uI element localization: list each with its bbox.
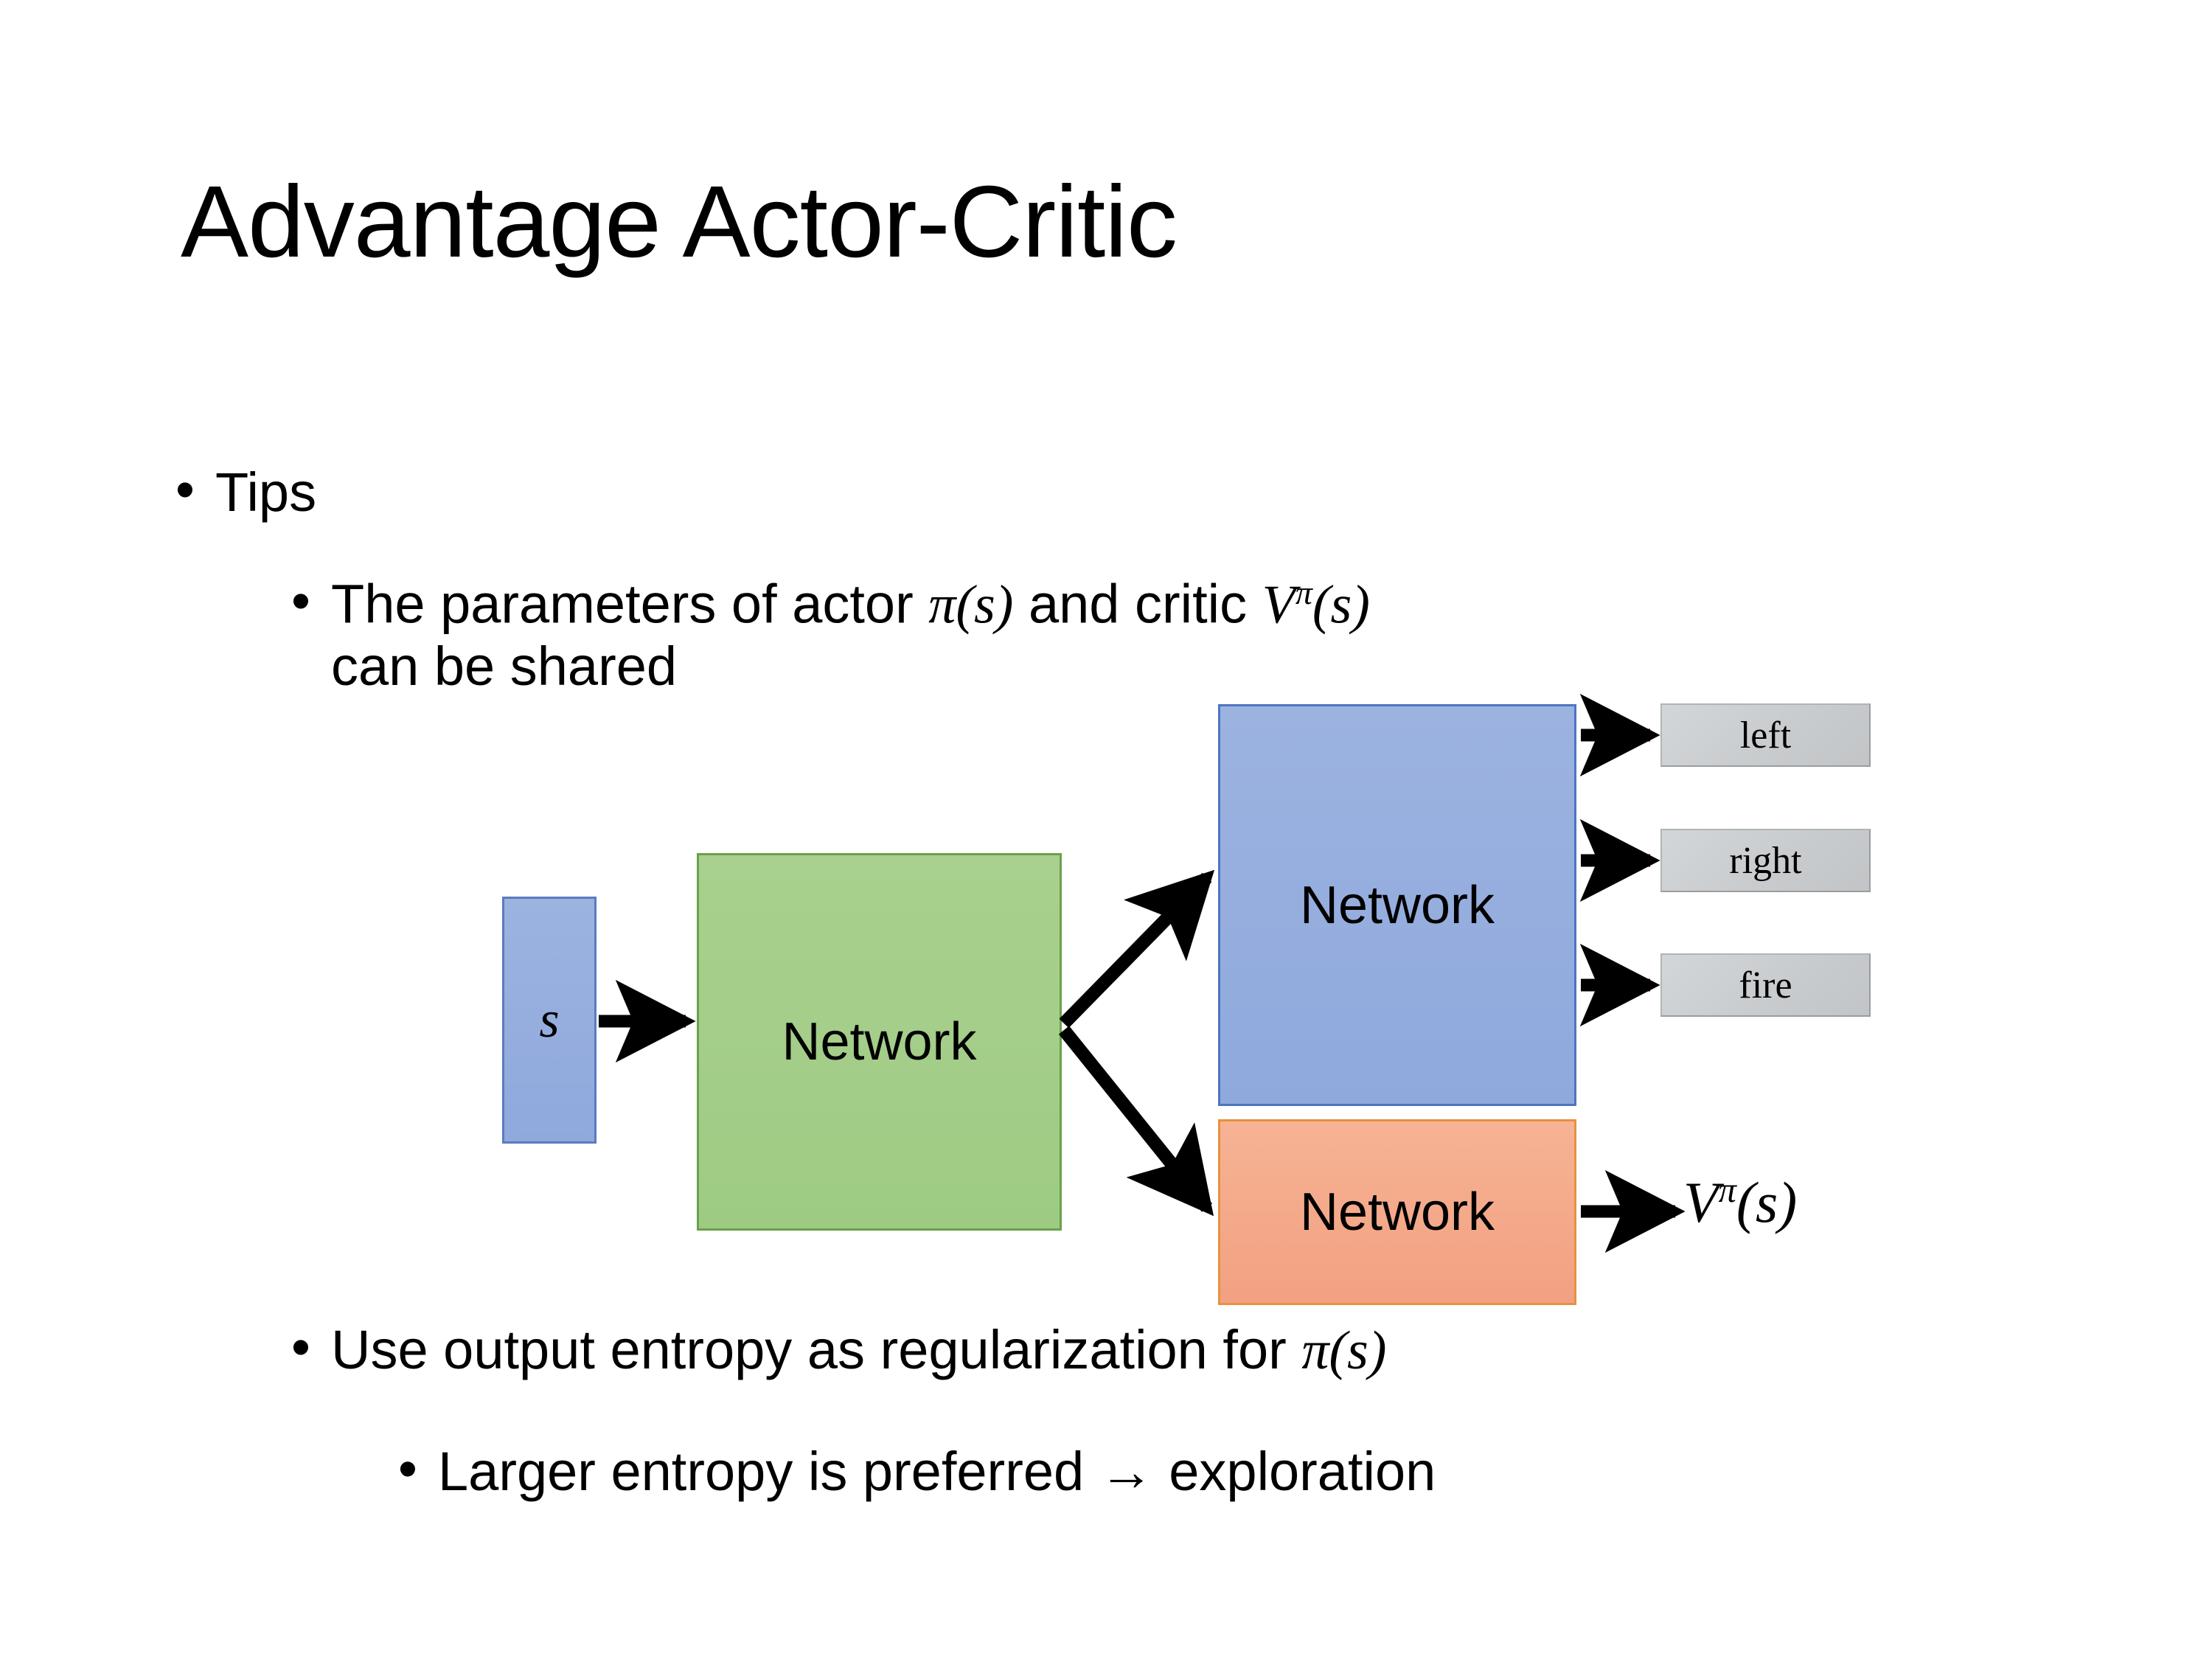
- diagram-action-label-fire: fire: [1739, 964, 1792, 1006]
- bullet-dot-icon: •: [291, 1316, 310, 1377]
- bullet-dot-icon: •: [398, 1438, 417, 1499]
- diagram-action-box-left: left: [1660, 703, 1871, 767]
- diagram-critic-network-box: Network: [1218, 1119, 1576, 1305]
- arrow-shared-to-actor-network: [1059, 869, 1215, 1029]
- text-segment-and-critic: and critic: [1013, 573, 1262, 635]
- diagram-critic-output-label: Vπ(s): [1683, 1169, 1797, 1236]
- text-segment-can-be-shared: can be shared: [331, 635, 678, 697]
- bullet-dot-icon: •: [175, 459, 195, 520]
- bullet-entropy-regularization: • Use output entropy as regularization f…: [291, 1316, 1387, 1382]
- text-segment-use-output-entropy: Use output entropy as regularization for: [331, 1319, 1302, 1380]
- bullet-tips: • Tips: [175, 462, 316, 524]
- bullet-dot-icon: •: [291, 570, 310, 631]
- math-v-symbol: V: [1683, 1170, 1719, 1234]
- diagram-critic-network-label: Network: [1299, 1183, 1495, 1242]
- math-v-superscript-pi: π: [1718, 1171, 1736, 1210]
- bullet-tips-label: Tips: [215, 462, 317, 523]
- bullet-shared-parameters-text: The parameters of actor π(s) and critic …: [331, 574, 2020, 697]
- diagram-actor-network-box: Network: [1218, 704, 1576, 1106]
- diagram-action-label-left: left: [1739, 714, 1792, 757]
- bullet-shared-parameters: • The parameters of actor π(s) and criti…: [291, 574, 2020, 697]
- diagram-shared-network-label: Network: [782, 1012, 977, 1071]
- diagram-shared-network-box: Network: [697, 853, 1062, 1231]
- math-v-argument-s: (s): [1736, 1170, 1798, 1234]
- diagram-actor-network-label: Network: [1299, 875, 1495, 935]
- math-pi-of-s: π(s): [928, 574, 1014, 636]
- diagram-action-box-fire: fire: [1660, 953, 1871, 1017]
- diagram-input-state-box: s: [502, 897, 597, 1144]
- bullet-entropy-text: Use output entropy as regularization for…: [331, 1319, 1387, 1382]
- diagram-action-box-right: right: [1660, 829, 1871, 892]
- arrow-shared-to-critic-network: [1058, 1026, 1214, 1217]
- math-pi-of-s: π(s): [1301, 1321, 1387, 1381]
- page-title: Advantage Actor-Critic: [181, 165, 1178, 279]
- math-v-symbol: V: [1262, 574, 1295, 636]
- bullet-larger-entropy: • Larger entropy is preferred → explorat…: [398, 1441, 1436, 1503]
- text-segment-the-parameters-of-actor: The parameters of actor: [331, 573, 929, 635]
- math-v-superscript-pi: π: [1295, 574, 1312, 611]
- bullet-larger-entropy-label: Larger entropy is preferred → exploratio…: [438, 1441, 1436, 1502]
- diagram-input-state-label: s: [539, 991, 560, 1048]
- math-v-argument-s: (s): [1312, 574, 1370, 636]
- diagram-action-label-right: right: [1729, 839, 1802, 882]
